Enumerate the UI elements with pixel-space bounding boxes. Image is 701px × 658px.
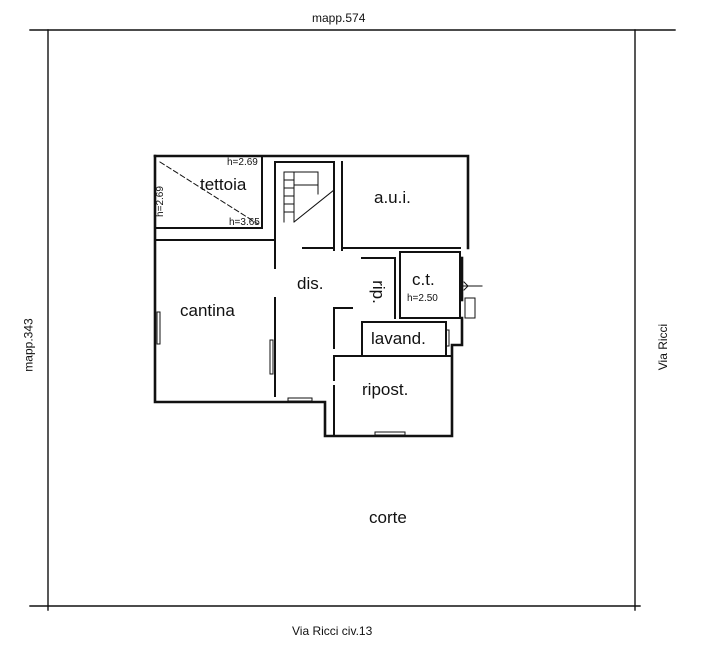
windows (156, 297, 476, 436)
room-label-ct: c.t. (412, 270, 435, 289)
interior-walls (154, 155, 461, 437)
height-ct: h=2.50 (407, 293, 438, 304)
room-label-lavand: lavand. (371, 329, 426, 348)
room-label-rip: rip. (368, 280, 388, 304)
height-tettoia-top: h=2.69 (227, 157, 258, 168)
stairs (283, 171, 335, 223)
building-outline (153, 154, 470, 438)
room-label-tettoia: tettoia (200, 175, 247, 194)
room-label-dis: dis. (297, 274, 324, 293)
height-tettoia-left: h=2.69 (154, 186, 166, 217)
room-label-ripost: ripost. (362, 380, 409, 399)
label-north-boundary: mapp.574 (312, 11, 366, 25)
label-west-boundary: mapp.343 (21, 318, 36, 372)
tettoia-diagonal (159, 161, 259, 225)
height-tettoia-diag: h=3.65 (229, 217, 260, 228)
room-label-aui: a.u.i. (374, 188, 411, 207)
room-label-corte: corte (369, 508, 407, 527)
property-boundary (29, 29, 676, 611)
label-south-boundary: Via Ricci civ.13 (292, 624, 373, 638)
ct-vent-icon (461, 281, 483, 291)
room-label-cantina: cantina (180, 301, 235, 320)
label-east-boundary: Via Ricci (656, 323, 671, 371)
